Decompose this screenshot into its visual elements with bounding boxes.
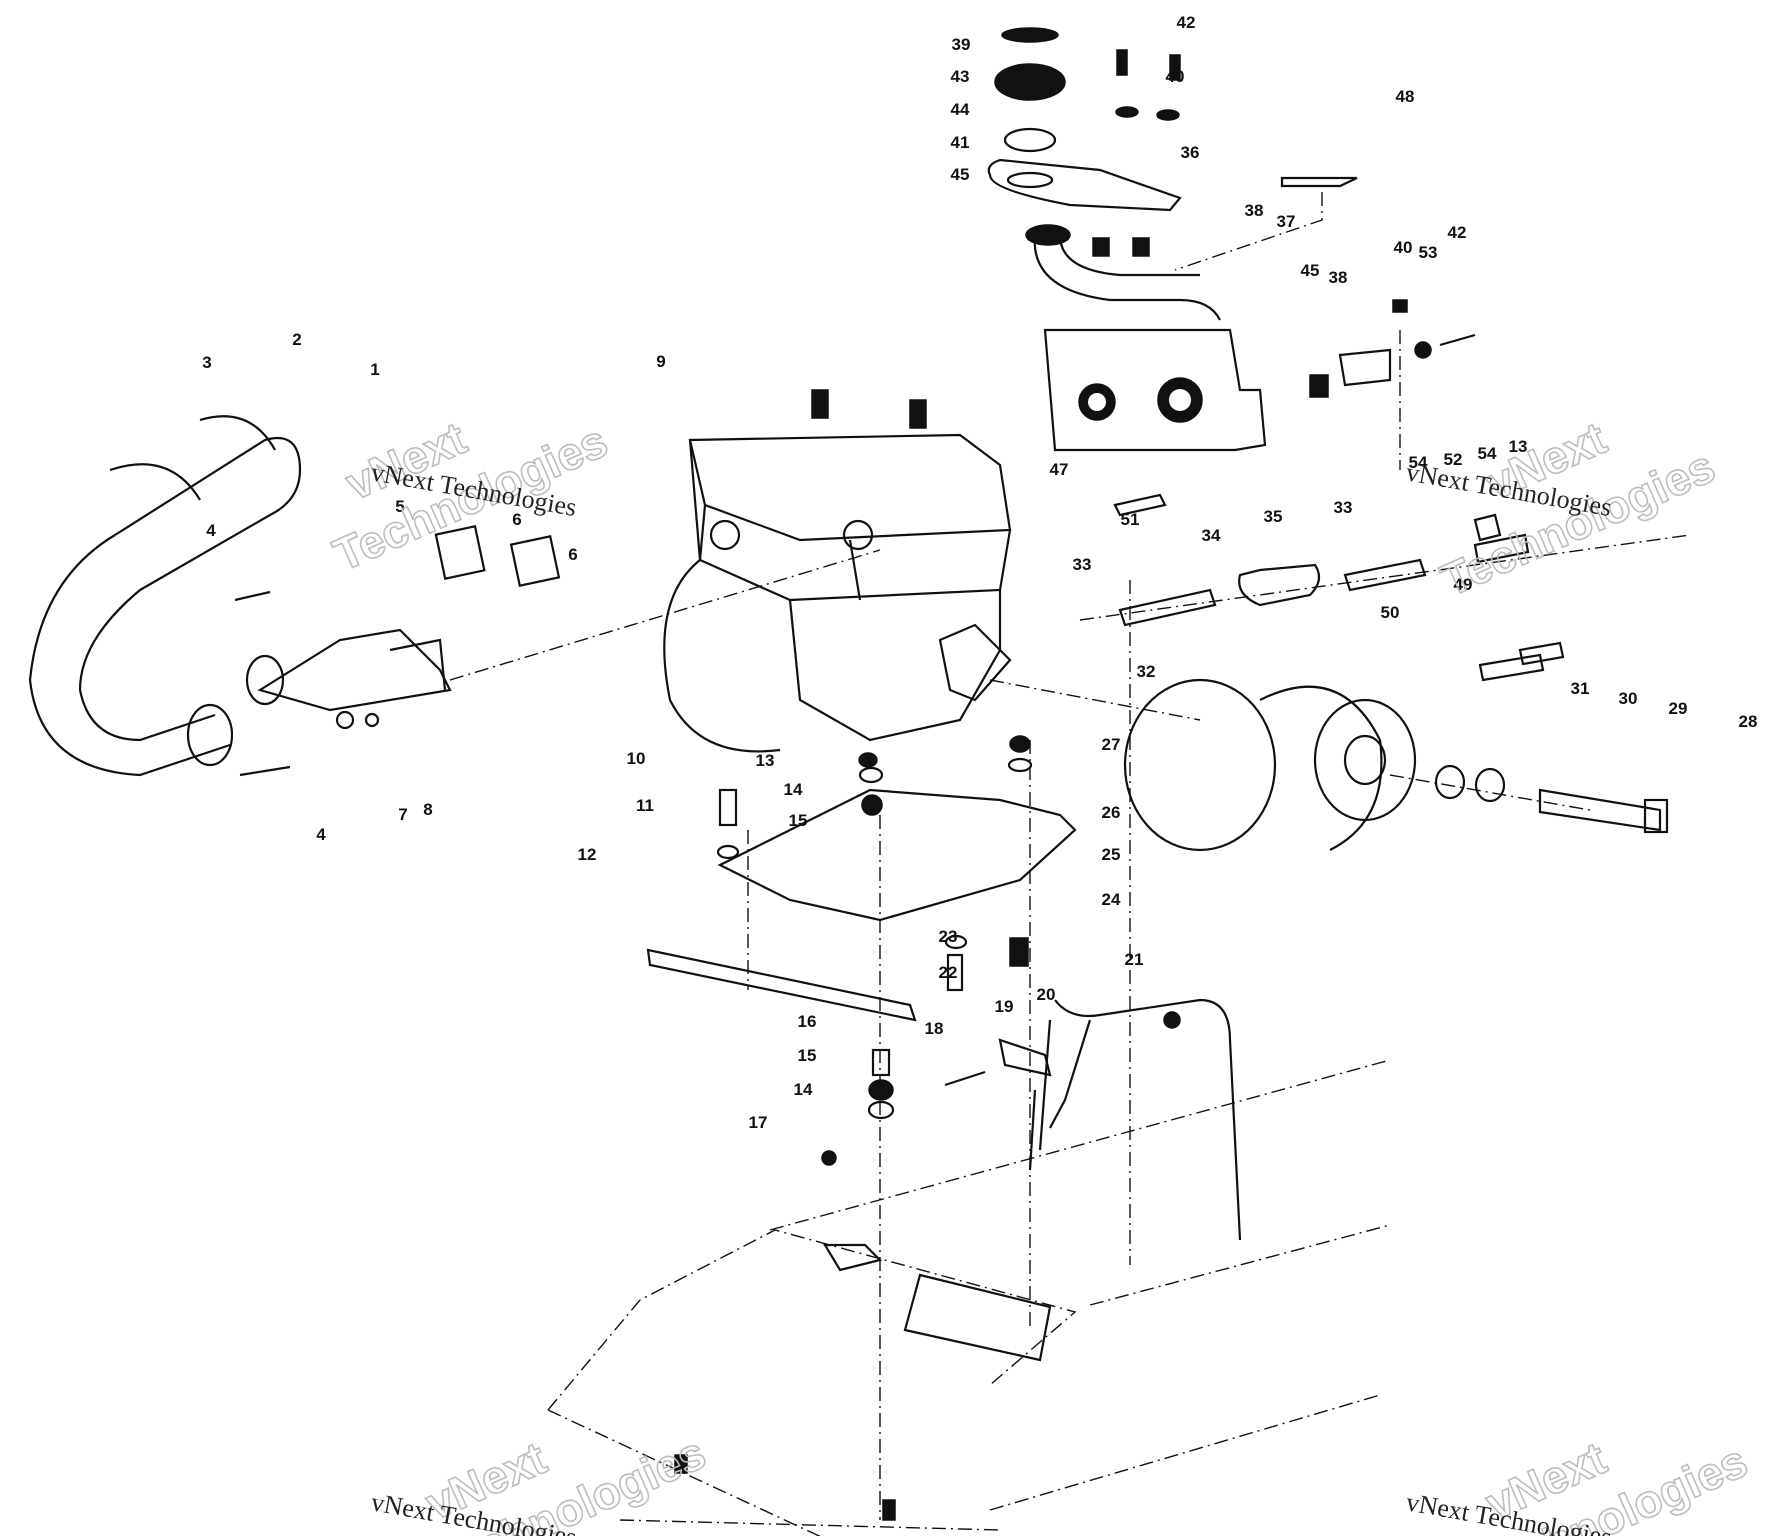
muffler bbox=[28, 436, 302, 777]
frame-tube bbox=[1038, 998, 1242, 1241]
callout-37: 37 bbox=[1277, 212, 1296, 231]
callout-29: 29 bbox=[1669, 699, 1688, 718]
callout-2: 2 bbox=[292, 330, 301, 349]
callout-53: 53 bbox=[1419, 243, 1438, 262]
callout-49: 49 bbox=[1454, 575, 1473, 594]
air-silencer bbox=[1025, 224, 1267, 517]
callout-3: 3 bbox=[202, 353, 211, 372]
callout-54: 54 bbox=[1409, 453, 1428, 472]
mount-bracket bbox=[1309, 299, 1476, 398]
callout-30: 30 bbox=[1619, 689, 1638, 708]
watermark: vNext Technologies vNext Technologies vN… bbox=[325, 411, 1755, 1536]
callout-15: 15 bbox=[789, 811, 808, 830]
callout-41: 41 bbox=[951, 133, 970, 152]
callout-18: 18 bbox=[925, 1019, 944, 1038]
callout-40: 40 bbox=[1394, 238, 1413, 257]
callout-38: 38 bbox=[1245, 201, 1264, 220]
callout-10: 10 bbox=[627, 749, 646, 768]
callout-6: 6 bbox=[568, 545, 577, 564]
callout-32: 32 bbox=[1137, 662, 1156, 681]
callout-43: 43 bbox=[951, 67, 970, 86]
callout-39: 39 bbox=[952, 35, 971, 54]
callout-4: 4 bbox=[206, 521, 216, 540]
callout-15: 15 bbox=[798, 1046, 817, 1065]
callout-36: 36 bbox=[1181, 143, 1200, 162]
recoil-starter bbox=[1123, 678, 1669, 852]
callout-6: 6 bbox=[512, 510, 521, 529]
callout-45: 45 bbox=[951, 165, 970, 184]
springs bbox=[109, 415, 291, 777]
callout-28: 28 bbox=[1739, 712, 1758, 731]
callout-8: 8 bbox=[423, 800, 432, 819]
callout-12: 12 bbox=[578, 845, 597, 864]
callout-50: 50 bbox=[1381, 603, 1400, 622]
callout-38: 38 bbox=[1329, 268, 1348, 287]
callout-24: 24 bbox=[1102, 890, 1121, 909]
callout-33: 33 bbox=[1334, 498, 1353, 517]
callout-47: 47 bbox=[1050, 460, 1069, 479]
callout-27: 27 bbox=[1102, 735, 1121, 754]
callout-14: 14 bbox=[794, 1080, 813, 1099]
callout-17: 17 bbox=[749, 1113, 768, 1132]
engine-mount-plate bbox=[646, 788, 1077, 1022]
fuel-lines bbox=[1079, 513, 1691, 682]
callout-22: 22 bbox=[939, 963, 958, 982]
callout-4: 4 bbox=[316, 825, 326, 844]
callout-54: 54 bbox=[1478, 444, 1497, 463]
chassis-frame bbox=[547, 1019, 1391, 1536]
exhaust-manifold bbox=[245, 525, 561, 730]
intake-top-stack bbox=[987, 27, 1358, 271]
callout-13: 13 bbox=[1509, 437, 1528, 456]
callout-16: 16 bbox=[798, 1012, 817, 1031]
callout-11: 11 bbox=[636, 796, 654, 815]
callout-34: 34 bbox=[1202, 526, 1221, 545]
callout-52: 52 bbox=[1444, 450, 1463, 469]
callout-48: 48 bbox=[1396, 87, 1415, 106]
engine-block bbox=[663, 389, 1012, 753]
callout-5: 5 bbox=[395, 497, 404, 516]
callout-9: 9 bbox=[656, 352, 665, 371]
callout-25: 25 bbox=[1102, 845, 1121, 864]
callout-42: 42 bbox=[1177, 13, 1196, 32]
callout-7: 7 bbox=[398, 805, 407, 824]
callout-40: 40 bbox=[1166, 67, 1185, 86]
callout-13: 13 bbox=[756, 751, 775, 770]
callout-26: 26 bbox=[1102, 803, 1121, 822]
callout-33: 33 bbox=[1073, 555, 1092, 574]
callout-20: 20 bbox=[1037, 985, 1056, 1004]
callout-44: 44 bbox=[951, 100, 970, 119]
mount-hardware bbox=[674, 735, 1181, 1521]
callout-35: 35 bbox=[1264, 507, 1283, 526]
center-lines bbox=[449, 330, 1591, 1520]
floor-bracket bbox=[903, 1273, 1052, 1362]
callout-45: 45 bbox=[1301, 261, 1320, 280]
callout-21: 21 bbox=[1125, 950, 1144, 969]
callout-31: 31 bbox=[1571, 679, 1590, 698]
callout-19: 19 bbox=[995, 997, 1014, 1016]
callout-14: 14 bbox=[784, 780, 803, 799]
callout-1: 1 bbox=[370, 360, 379, 379]
callout-42: 42 bbox=[1448, 223, 1467, 242]
callout-23: 23 bbox=[939, 927, 958, 946]
callout-51: 51 bbox=[1121, 510, 1140, 529]
